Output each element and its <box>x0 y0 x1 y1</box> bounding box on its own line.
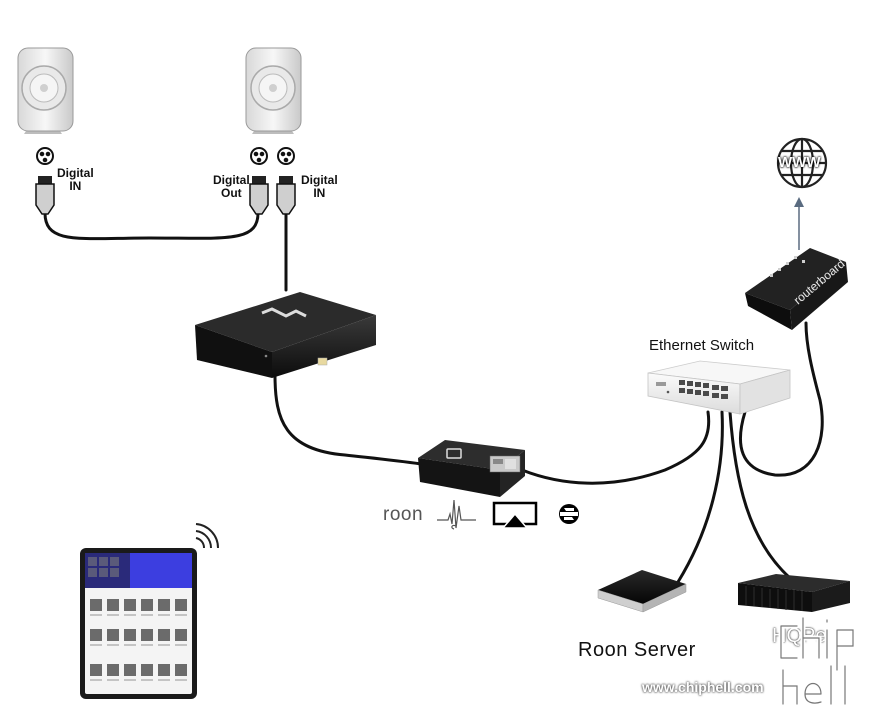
tablet-device <box>80 548 197 699</box>
speaker-right-digital-in-label: Digital IN <box>301 173 338 200</box>
cable-pi-to-switch <box>520 410 711 485</box>
cable-dac-to-pi <box>273 373 430 467</box>
router-device: routerboard <box>745 248 848 330</box>
ethernet-switch-device <box>647 360 791 415</box>
airplay-icon <box>492 501 538 529</box>
hqplayer-waveform-icon <box>437 499 476 530</box>
xlr-connector-icon <box>250 147 268 165</box>
xlr-connector-icon <box>36 147 54 165</box>
cable-switch-to-hqpe <box>728 410 792 580</box>
www-label: WWW <box>778 154 821 171</box>
xlr-plug <box>249 176 269 215</box>
speaker-right <box>245 47 302 134</box>
roon-server-label: Roon Server <box>578 639 696 661</box>
xlr-plug <box>276 176 296 215</box>
cable-switch-to-nuc <box>676 410 724 584</box>
xlr-connector-icon <box>277 147 295 165</box>
cables <box>43 211 824 584</box>
roon-server-device <box>597 570 687 613</box>
speaker-left-digital-in-label: Digital IN <box>57 166 94 193</box>
roon-logo: roon <box>383 504 424 525</box>
hqpe-device <box>738 574 850 612</box>
speaker-right-digital-out-label: Digital Out <box>213 173 250 200</box>
cable-spdif-speakers <box>43 211 260 241</box>
ethernet-switch-label: Ethernet Switch <box>649 337 755 354</box>
hqpe-label: HQPe <box>772 625 827 647</box>
tablet-album-grid <box>90 599 187 681</box>
router-to-internet-arrow <box>794 197 804 250</box>
cable-switch-to-router <box>738 321 824 477</box>
speaker-left <box>17 47 74 134</box>
wifi-signal-icon <box>195 523 220 549</box>
xlr-plug <box>35 176 55 215</box>
raspberry-pi-streamer <box>418 440 525 497</box>
dac-box <box>195 292 376 378</box>
globe-icon <box>776 137 828 189</box>
watermark-url: www.chiphell.com <box>642 679 764 695</box>
chiphell-watermark-logo <box>778 615 856 707</box>
upnp-icon <box>559 504 579 524</box>
